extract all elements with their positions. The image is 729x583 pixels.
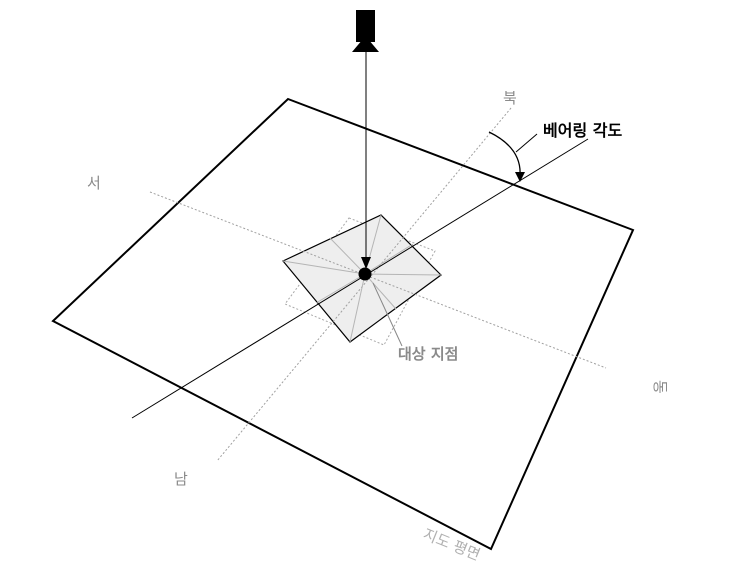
bearing-angle-label: 베어링 각도 [543, 121, 622, 140]
footprint-rays [282, 214, 442, 343]
south-label: 남 [174, 470, 188, 488]
west-label: 서 [87, 174, 101, 192]
target-point [358, 267, 372, 281]
bearing-angle-arc [488, 131, 521, 177]
sight-arrowhead [361, 257, 371, 269]
target-point-label: 대상 지점 [398, 345, 458, 363]
bearing-line [131, 138, 589, 419]
map-plane [51, 97, 635, 551]
north-label: 북 [503, 89, 517, 107]
bearing-label-leader [515, 133, 538, 153]
north-south-axis [216, 107, 512, 462]
camera-icon [352, 10, 379, 52]
east-west-axis [149, 191, 607, 369]
map-plane-label: 지도 평면 [421, 525, 483, 564]
target-label-leader [372, 282, 403, 347]
bearing-arc-arrowhead [515, 172, 525, 182]
east-label: 동 [651, 380, 669, 394]
